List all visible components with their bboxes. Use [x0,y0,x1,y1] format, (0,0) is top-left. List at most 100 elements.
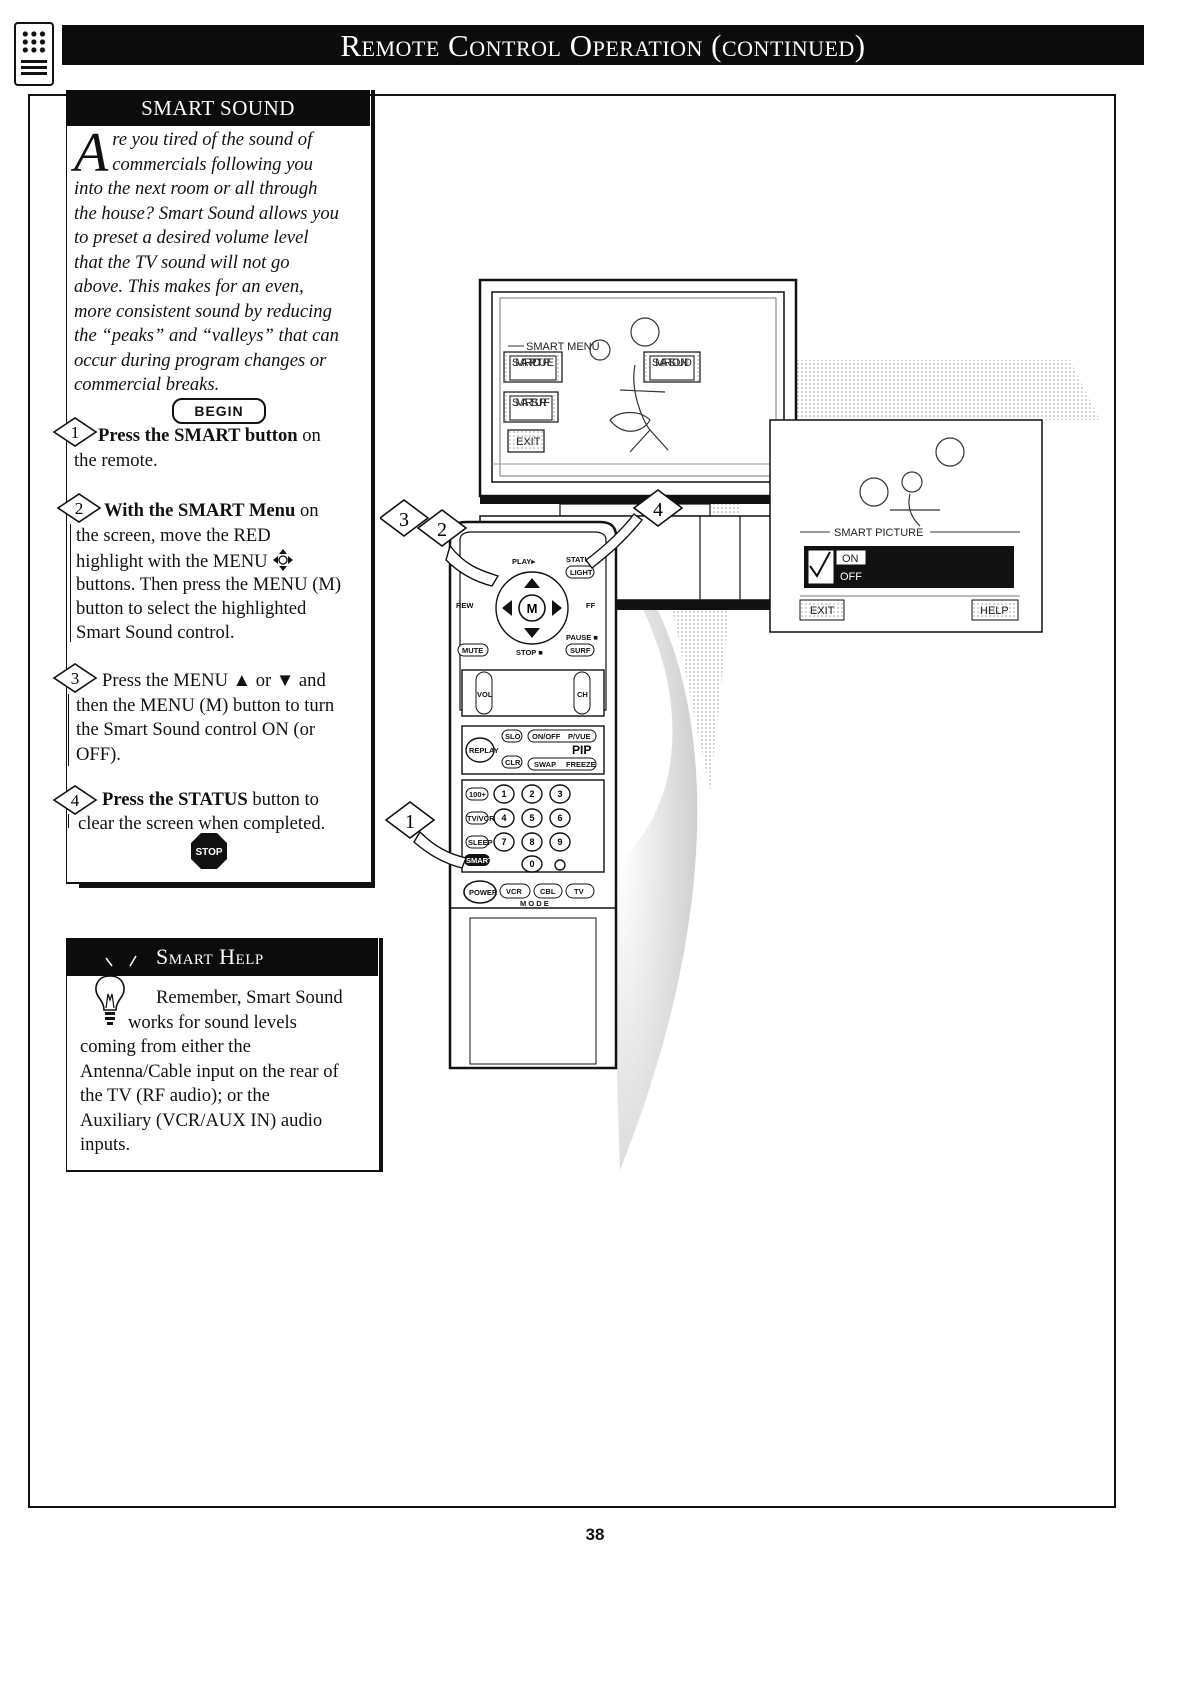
pip-label: PIP [572,743,591,757]
page-title: Remote Control Operation (continued) [62,25,1144,65]
pip-pvue-label: P/VUE [568,732,591,741]
step-2-rule [70,524,71,642]
page-frame [28,94,1116,1508]
ch-label: CH [577,690,588,699]
smart-help-text: Remember, Smart Sound works for sound le… [80,986,370,1158]
light-rays-icon [105,955,137,967]
tv-menu-smart-surf: SMART SURF [512,397,550,409]
intro-line: re you tired of the sound of [112,129,313,150]
intro-line: above. This makes for an even, [74,276,304,297]
tv-menu-title: SMART MENU [526,341,600,353]
step-1-rule [66,448,67,484]
step-4-marker-icon: 4 [52,785,98,815]
step-2-text: With the SMART Menu on [104,499,384,524]
intro-line: the house? Smart Sound allows you [74,202,339,224]
help-line: Antenna/Cable input on the rear of [80,1060,339,1082]
digit-keys: 1 2 3 4 5 6 7 8 9 0 [493,784,571,873]
step-2-line: Smart Sound control. [76,622,235,643]
smart-sound-panel [66,90,375,888]
step-4-rule [68,814,69,828]
step-2-number: 2 [75,499,84,518]
step-4-text: Press the STATUS button to [102,788,382,813]
key-6: 6 [557,813,562,823]
light-label: LIGHT [570,568,593,577]
sleep-label: SLEEP [468,838,493,847]
menu-arrows-icon [273,549,294,571]
intro-dropcap: A [74,122,109,184]
key-2: 2 [529,789,534,799]
step-3-number: 3 [71,669,80,688]
step-2-line: highlight with the MENU [76,551,268,572]
smart-help-title: Smart Help [156,944,264,969]
replay-label: REPLAY [469,746,499,755]
step-2-marker-icon: 2 [56,493,102,523]
step-2-line: the screen, move the RED [76,525,271,546]
key-8: 8 [529,837,534,847]
key-5: 5 [529,813,534,823]
intro-line: more consistent sound by reducing [74,300,332,322]
callout-screen: SMART PICTURE ON OFF EXIT HELP [769,419,1043,633]
page-number: 38 [585,1525,605,1544]
key-0: 0 [529,859,534,869]
callout-help: HELP [980,605,1009,617]
intro-line: into the next room or all through [74,178,318,199]
intro-line: to preset a desired volume level [74,227,309,248]
intro-line: that the TV sound will not go [74,251,290,273]
key-3: 3 [557,789,562,799]
pause-label: PAUSE ■ [566,633,598,642]
help-line: coming from either the [80,1036,251,1057]
slo-label: SLO [505,732,521,741]
step-2-line: on [300,500,319,521]
help-line: the TV (RF audio); or the [80,1085,270,1106]
step-2-bold: With the SMART Menu [104,500,296,521]
smart-help-panel [66,938,383,1172]
step-2-line-menu: highlight with the MENU [76,548,356,575]
step-2-line: buttons. Then press the MENU (M) [76,574,342,595]
help-line: inputs. [80,1134,131,1155]
swap-label: SWAP [534,760,556,769]
power-label: POWER [469,888,498,897]
play-label: PLAY▸ [512,557,536,566]
menu-m-button-label: M [527,601,538,616]
step-4-line: button to [252,789,319,810]
smart-button-label: SMART [466,856,493,865]
tv-vcr-label: TV/VCR [467,814,495,823]
tv-set [478,278,798,610]
key-1: 1 [501,789,506,799]
clr-label: CLR [505,758,521,767]
step-3-line: Press the MENU ▲ or ▼ and [102,670,326,691]
remote-control-drawing: M PLAY▸ STATUS LIGHT REW FF MUTE STOP ■ … [448,520,618,1070]
step-3-line: OFF). [76,744,121,765]
callout-3: 3 [399,509,409,531]
pip-onoff-label: ON/OFF [532,732,561,741]
light-bulb-icon [95,975,125,1025]
smart-help-heading: Smart Help [66,938,378,976]
callout-option-off: OFF [840,571,862,583]
stop-label: STOP [195,847,222,858]
stop-sign-icon: STOP [191,833,227,869]
step-2-line: button to select the highlighted [76,598,307,619]
tv-menu: SMART MENU SMART PICTURE SMART SOUND SMA… [503,341,701,453]
step-callouts: 3 2 4 1 [380,489,684,869]
vol-label: VOL [477,690,493,699]
tv-menu-exit: EXIT [516,436,541,448]
callout-option-on: ON [842,553,859,565]
help-line: Remember, Smart Sound [156,987,343,1008]
freeze-label: FREEZE [566,760,596,769]
callout-exit: EXIT [810,605,835,617]
smart-sound-heading: SMART SOUND [66,90,370,126]
step-1-line: the remote. [74,450,158,471]
callout-2: 2 [437,519,447,541]
tv-mode-label: TV [574,887,584,896]
step-3-rule [68,694,69,766]
status-label: STATUS [566,555,595,564]
frame-divider [28,94,66,96]
cbl-mode-label: CBL [540,887,556,896]
callout-4: 4 [653,499,663,521]
surf-label: SURF [570,646,591,655]
rew-label: REW [456,601,474,610]
step-1-line: on [302,425,321,446]
stop-label-remote: STOP ■ [516,648,543,657]
step-4-bold: Press the STATUS [102,789,248,810]
ff-label: FF [586,601,596,610]
